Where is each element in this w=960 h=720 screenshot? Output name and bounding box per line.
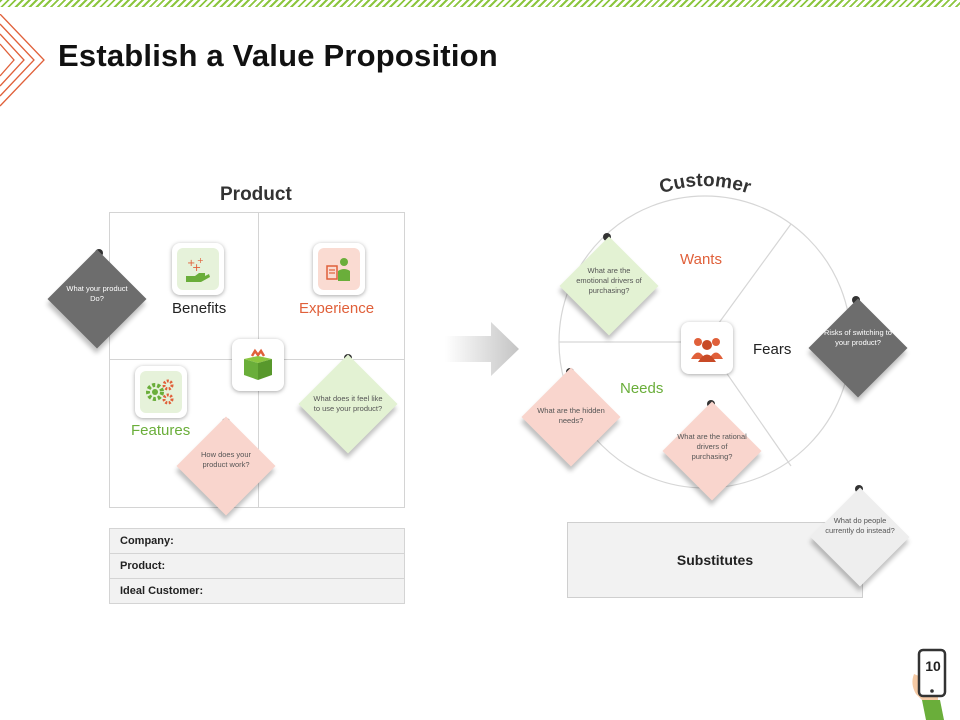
arrow-right-icon xyxy=(445,322,519,376)
features-label: Features xyxy=(131,422,191,439)
customer-heading-arc: Customer xyxy=(657,170,754,199)
features-tile xyxy=(135,366,187,418)
svg-text:+: + xyxy=(197,256,204,265)
ideal-customer-label: Ideal Customer: xyxy=(109,578,405,604)
gift-box-icon xyxy=(244,348,272,380)
note-feel-like-text: What does it feel like to use your produ… xyxy=(313,394,383,413)
svg-text:+: + xyxy=(187,258,195,269)
table-row: Ideal Customer: xyxy=(109,578,405,604)
chevron-decoration-icon xyxy=(0,14,45,107)
benefits-tile: + + + xyxy=(172,243,224,295)
table-row: Company: xyxy=(109,528,405,554)
person-document-icon xyxy=(326,258,350,281)
table-row: Product: xyxy=(109,553,405,579)
note-hidden-text: What are the hidden needs? xyxy=(537,406,605,425)
gears-icon xyxy=(146,379,174,405)
note-what-do-text: What your product Do? xyxy=(66,284,128,303)
note-emotional-text: What are the emotional drivers of purcha… xyxy=(576,266,642,295)
top-stripe xyxy=(0,0,960,7)
substitutes-label: Substitutes xyxy=(676,552,754,568)
center-gift-tile xyxy=(232,339,284,391)
note-how-work-text: How does your product work? xyxy=(200,450,252,469)
page-number: 10 xyxy=(925,658,941,674)
wants-label: Wants xyxy=(680,251,722,268)
svg-text:+: + xyxy=(192,261,201,274)
sparkle-hand-icon: + + + xyxy=(186,256,210,282)
needs-label: Needs xyxy=(620,380,664,397)
people-tile xyxy=(681,322,733,374)
note-rational-text: What are the rational drivers of purchas… xyxy=(677,432,747,461)
experience-tile xyxy=(313,243,365,295)
note-risks-text: Risks of switching to your product? xyxy=(824,328,892,347)
people-group-icon xyxy=(691,338,723,362)
product-info-table: Company: Product: Ideal Customer: xyxy=(109,528,405,604)
note-instead-text: What do people currently do instead? xyxy=(825,516,895,535)
experience-label: Experience xyxy=(299,300,375,317)
product-heading: Product xyxy=(220,184,292,205)
phone-hand-icon xyxy=(912,648,947,720)
fears-label: Fears xyxy=(753,341,792,358)
company-label: Company: xyxy=(109,528,405,554)
product-grid xyxy=(109,212,405,508)
product-label: Product: xyxy=(109,553,405,579)
benefits-label: Benefits xyxy=(172,300,227,317)
page-title: Establish a Value Proposition xyxy=(58,38,498,73)
